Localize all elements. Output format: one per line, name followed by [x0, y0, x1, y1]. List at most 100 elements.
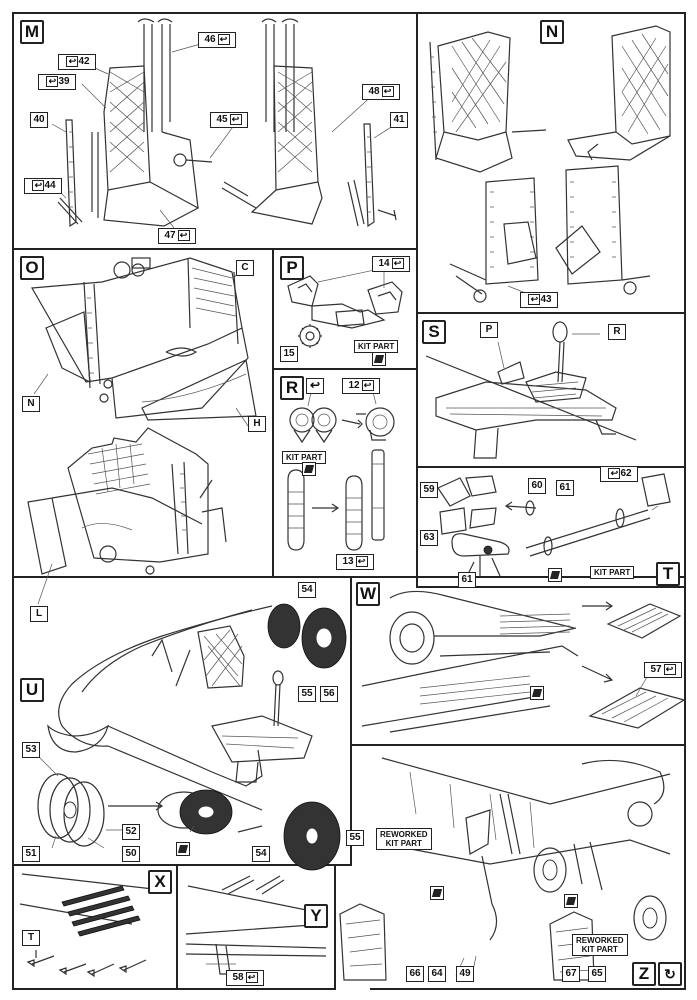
- photo-etch-part-icon: [548, 568, 562, 582]
- section-x-drawing: [19, 873, 163, 978]
- bend-arrow-icon: ↩: [391, 257, 404, 269]
- section-m-drawing: [51, 18, 397, 229]
- part-callout-44: ↩44: [24, 178, 62, 194]
- part-callout-64: 64: [428, 966, 446, 982]
- section-o-drawing: [27, 257, 257, 605]
- section-w-drawing: [361, 590, 686, 733]
- part-callout-t: T: [22, 930, 40, 946]
- part-callout-65: 65: [588, 966, 606, 982]
- part-callout-43: ↩43: [520, 292, 558, 308]
- photo-etch-part-icon: [564, 894, 578, 908]
- part-callout-12: 12↩: [342, 378, 380, 394]
- bend-arrow-icon: ↩: [32, 179, 45, 191]
- section-y-label: Y: [304, 904, 328, 928]
- section-u-drawing: [37, 603, 347, 871]
- part-callout-49: 49: [456, 966, 474, 982]
- part-callout-p: P: [480, 322, 498, 338]
- section-y-frame: [176, 864, 336, 990]
- bend-arrow-icon: ↩: [245, 971, 258, 983]
- section-t-drawing: [437, 473, 671, 579]
- rocket-row: [26, 955, 147, 978]
- part-callout-13: 13↩: [336, 554, 374, 570]
- part-callout-58: 58↩: [226, 970, 264, 986]
- part-callout-67: 67: [562, 966, 580, 982]
- part-callout-61b: 61: [458, 572, 476, 588]
- gear-assembly-right: [356, 407, 395, 441]
- reworked-kit-part-tag-1: REWORKED KIT PART: [376, 828, 432, 850]
- bend-arrow-icon: ↩: [306, 378, 324, 394]
- part-callout-54: 54: [298, 582, 316, 598]
- bend-arrow-icon: ↩: [229, 113, 242, 125]
- part-callout-54b: 54: [252, 846, 270, 862]
- section-t-frame: [416, 466, 686, 588]
- part-callout-42: ↩42: [58, 54, 96, 70]
- part-callout-45: 45↩: [210, 112, 248, 128]
- section-t-label: T: [656, 562, 680, 586]
- section-n-label: N: [540, 20, 564, 44]
- part-callout-15: 15: [280, 346, 298, 362]
- part-callout-40: 40: [30, 112, 48, 128]
- bend-arrow-icon: ↩: [608, 467, 621, 479]
- part-callout-l: L: [30, 606, 48, 622]
- gear-assembly-left: [289, 407, 337, 444]
- photo-etch-part-icon: [176, 842, 190, 856]
- reworked-kit-part-tag-2: REWORKED KIT PART: [572, 934, 628, 956]
- part-callout-14: 14↩: [372, 256, 410, 272]
- part-callout-46: 46↩: [198, 32, 236, 48]
- bend-arrow-icon: ↩: [355, 555, 368, 567]
- section-n-drawing: [429, 25, 671, 303]
- part-callout-39: ↩39: [38, 74, 76, 90]
- wheel-hub-top-pair: [267, 603, 347, 669]
- part-callout-56: 56: [320, 686, 338, 702]
- gear-part-icon: [298, 324, 322, 348]
- rocket-rack-x: [61, 885, 141, 937]
- part-callout-66: 66: [406, 966, 424, 982]
- part-callout-h: H: [248, 416, 266, 432]
- bend-arrow-icon: ↩: [66, 55, 79, 67]
- bend-arrow-icon: ↩: [663, 663, 676, 675]
- kit-part-tag-t: KIT PART: [590, 566, 635, 579]
- section-u-label: U: [20, 678, 44, 702]
- part-callout-48: 48↩: [362, 84, 400, 100]
- photo-etch-part-icon: [530, 686, 544, 700]
- section-y-drawing: [185, 875, 327, 975]
- part-callout-60: 60: [528, 478, 546, 494]
- part-callout-55b: 55: [346, 830, 364, 846]
- photo-etch-part-icon: [302, 462, 316, 476]
- section-r-drawing: [287, 387, 395, 551]
- landing-wheel-right: [633, 895, 667, 941]
- part-callout-c: C: [236, 260, 254, 276]
- bend-arrow-icon: ↩: [177, 229, 190, 241]
- wheel-assembly-center: [157, 789, 233, 835]
- control-stick-s: [552, 321, 568, 383]
- section-s-drawing: [425, 321, 637, 459]
- part-callout-57: 57↩: [644, 662, 682, 678]
- section-r-label: R: [280, 376, 304, 400]
- part-callout-51: 51: [22, 846, 40, 862]
- section-z-frame: [370, 744, 686, 990]
- part-callout-r: R: [608, 324, 626, 340]
- bend-arrow-icon: ↩: [361, 379, 374, 391]
- part-callout-52: 52: [122, 824, 140, 840]
- part-callout-63: 63: [420, 530, 438, 546]
- photo-etch-part-icon: [430, 886, 444, 900]
- section-o-label: O: [20, 256, 44, 280]
- bend-arrow-icon: ↩: [528, 293, 541, 305]
- bend-arrow-icon: ↩: [217, 33, 230, 45]
- landing-wheel-left: [533, 847, 567, 893]
- part-callout-61: 61: [556, 480, 574, 496]
- wheel-hub-bottom-left-group: [37, 773, 105, 847]
- section-z-drawing: [339, 757, 671, 981]
- section-x-label: X: [148, 870, 172, 894]
- pe-panel-bottom: [588, 687, 686, 729]
- part-callout-47: 47↩: [158, 228, 196, 244]
- section-p-label: P: [280, 256, 304, 280]
- part-callout-41: 41: [390, 112, 408, 128]
- part-callout-n: N: [22, 396, 40, 412]
- section-p-drawing: [287, 267, 403, 348]
- part-callout-55: 55: [298, 686, 316, 702]
- part-callout-53: 53: [22, 742, 40, 758]
- section-s-label: S: [422, 320, 446, 344]
- left-seat-cushion-diamond: [109, 71, 145, 173]
